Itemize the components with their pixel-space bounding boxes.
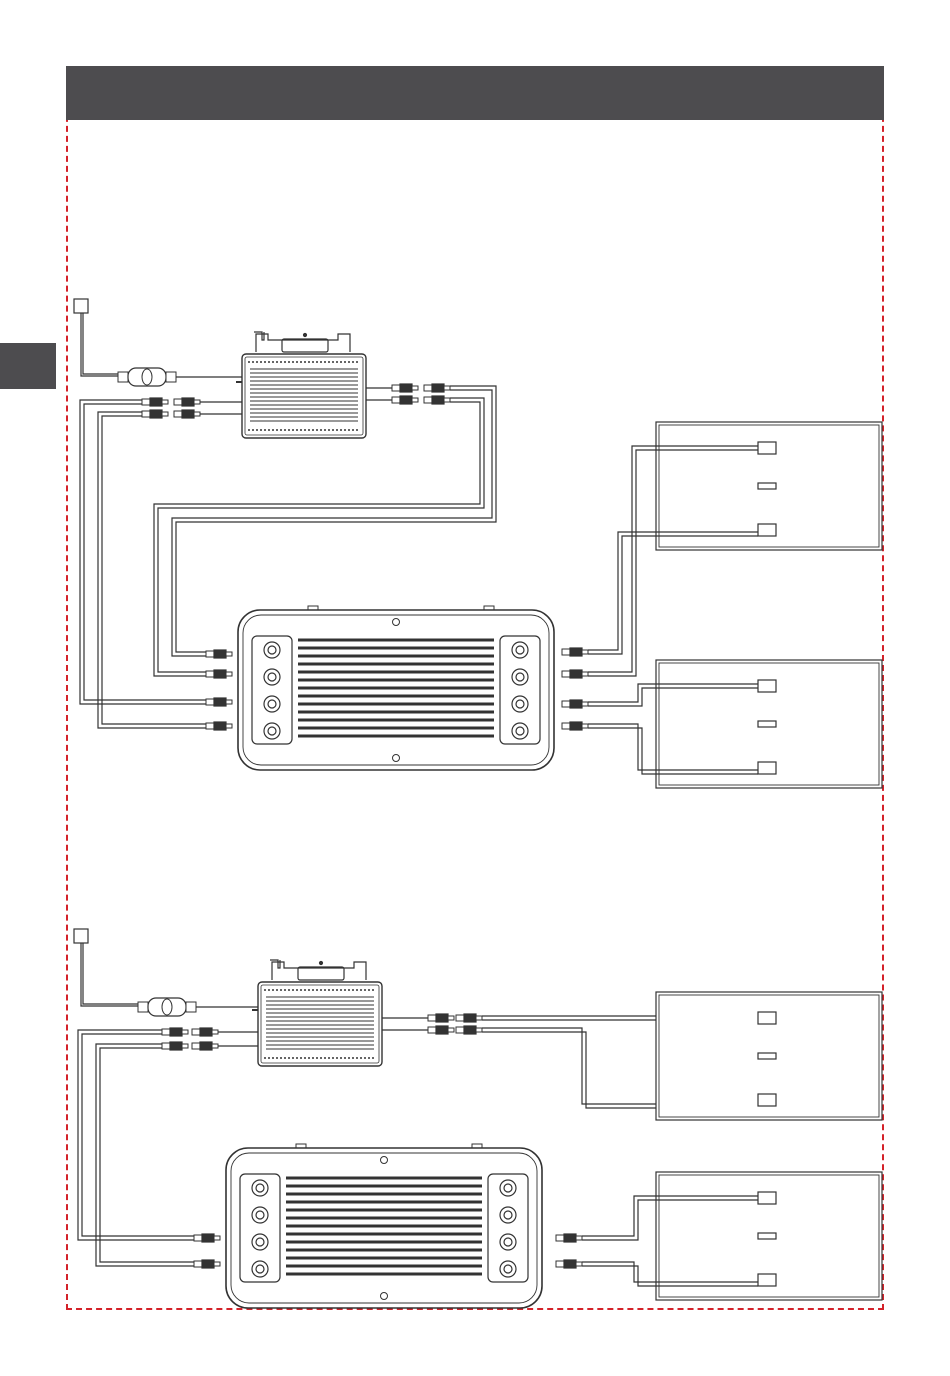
- solar-panel-icon: [656, 992, 882, 1120]
- grid-outlet-icon: [74, 299, 88, 313]
- solar-panel-icon: [656, 1172, 882, 1300]
- micro-inverter-icon: [236, 332, 366, 438]
- solar-panel-icon: [656, 660, 882, 788]
- ac-plug-icon: [138, 998, 196, 1016]
- diagram-1: [74, 299, 882, 788]
- micro-inverter-icon: [252, 960, 382, 1066]
- ac-plug-icon: [118, 368, 176, 386]
- diagram-2: [74, 929, 882, 1308]
- grid-outlet-icon: [74, 929, 88, 943]
- solar-panel-icon: [656, 422, 882, 550]
- battery-unit-icon: [226, 1144, 542, 1308]
- battery-unit-icon: [238, 606, 554, 770]
